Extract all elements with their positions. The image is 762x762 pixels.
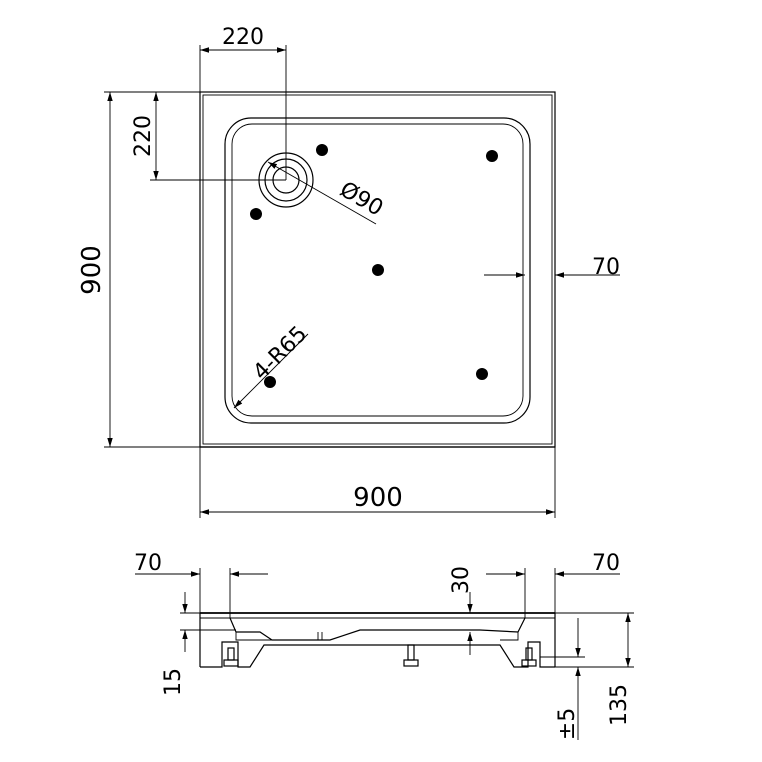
dim-rim-width: 70	[592, 255, 620, 280]
adjustable-foot-icon	[521, 647, 537, 667]
foot-dot	[250, 208, 262, 220]
dim-foot-height: 15	[161, 668, 186, 696]
dim-rim-left: 70	[134, 551, 162, 576]
dim-drain-offset-x: 220	[222, 25, 264, 50]
dim-tolerance: ±5	[555, 708, 580, 740]
dim-depth: 30	[449, 566, 474, 594]
tray-outline-inner	[202, 94, 553, 445]
dim-overall-width: 900	[353, 483, 403, 513]
support-feet	[250, 144, 498, 388]
basin-profile	[229, 617, 526, 641]
side-view: 70 70 30 15 ±5 135	[134, 551, 634, 740]
foot-dot	[486, 150, 498, 162]
basin-inner-outline	[231, 123, 524, 417]
basin-outline	[224, 117, 531, 424]
dim-corner-radius: 4-R65	[249, 322, 313, 386]
dim-drain-diameter: Ø90	[335, 177, 387, 221]
dim-rim-right: 70	[592, 551, 620, 576]
dim-overall-height: 900	[77, 245, 107, 295]
foot-dot	[372, 264, 384, 276]
adjustable-foot-icon	[403, 644, 419, 667]
adjustable-foot-icon	[223, 647, 239, 667]
dim-total-height: 135	[607, 684, 632, 726]
foot-dot	[476, 368, 488, 380]
foot-dot	[264, 376, 276, 388]
foot-dot	[316, 144, 328, 156]
plan-view: 220 220 Ø90 900 900 70 4-R65	[77, 25, 620, 518]
dim-drain-offset-y: 220	[131, 115, 156, 157]
